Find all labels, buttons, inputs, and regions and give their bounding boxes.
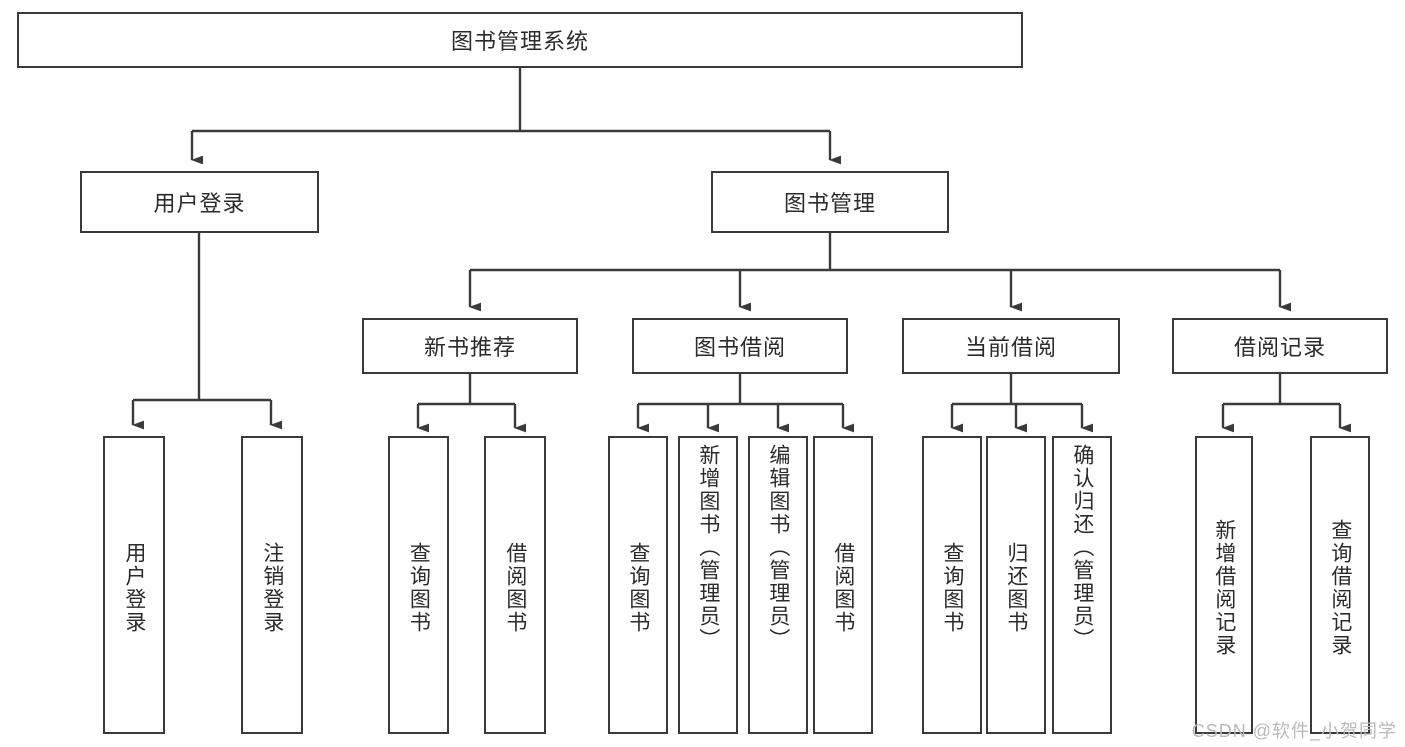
node-current-borrow-label: 当前借阅	[964, 335, 1057, 360]
node-borrow-record-label: 借阅记录	[1233, 335, 1326, 360]
node-root-label: 图书管理系统	[450, 29, 589, 54]
leaf-text-wrap: 新增借阅记录	[1197, 444, 1251, 732]
node-leaf-confirm-return[interactable]: 确认归还（管理员）	[1052, 436, 1112, 734]
node-leaf-query-book-1-label: 查询图书	[407, 542, 431, 634]
node-book-manage[interactable]: 图书管理	[711, 171, 949, 233]
node-root[interactable]: 图书管理系统	[17, 12, 1023, 68]
node-leaf-borrow-book-2[interactable]: 借阅图书	[813, 436, 873, 734]
node-user-login-label: 用户登录	[153, 191, 246, 216]
node-leaf-query-book-1[interactable]: 查询图书	[388, 436, 449, 734]
node-leaf-add-record-label: 新增借阅记录	[1212, 519, 1236, 657]
node-user-login[interactable]: 用户登录	[80, 171, 319, 233]
leaf-text-wrap: 注销登录	[243, 444, 301, 732]
leaf-text-wrap: 借阅图书	[815, 444, 871, 732]
node-borrow-record[interactable]: 借阅记录	[1172, 318, 1388, 374]
leaf-text-wrap: 查询图书	[390, 444, 447, 732]
node-leaf-query-book-3[interactable]: 查询图书	[922, 436, 982, 734]
node-leaf-query-record[interactable]: 查询借阅记录	[1310, 436, 1370, 734]
node-leaf-logout-label: 注销登录	[260, 542, 284, 634]
node-leaf-query-record-label: 查询借阅记录	[1328, 519, 1352, 657]
leaf-text-wrap: 查询借阅记录	[1312, 444, 1368, 732]
node-leaf-return-book-label: 归还图书	[1004, 542, 1028, 634]
node-leaf-user-login[interactable]: 用户登录	[103, 436, 165, 734]
node-leaf-query-book-2[interactable]: 查询图书	[608, 436, 668, 734]
node-leaf-borrow-book-2-label: 借阅图书	[831, 542, 855, 634]
node-leaf-add-record[interactable]: 新增借阅记录	[1195, 436, 1253, 734]
node-new-book-recommend-label: 新书推荐	[423, 335, 516, 360]
node-leaf-logout[interactable]: 注销登录	[241, 436, 303, 734]
node-leaf-user-login-label: 用户登录	[122, 542, 146, 634]
node-leaf-confirm-return-label: 确认归还（管理员）	[1070, 444, 1094, 651]
node-leaf-query-book-3-label: 查询图书	[940, 542, 964, 634]
leaf-text-wrap: 查询图书	[924, 444, 980, 732]
node-leaf-edit-book-label: 编辑图书（管理员）	[766, 444, 790, 651]
node-leaf-borrow-book-1[interactable]: 借阅图书	[484, 436, 546, 734]
node-book-manage-label: 图书管理	[783, 191, 876, 216]
leaf-text-wrap: 用户登录	[105, 444, 163, 732]
node-new-book-recommend[interactable]: 新书推荐	[362, 318, 578, 374]
leaf-text-wrap: 查询图书	[610, 444, 666, 732]
node-leaf-borrow-book-1-label: 借阅图书	[503, 542, 527, 634]
node-leaf-add-book-label: 新增图书（管理员）	[696, 444, 720, 651]
node-leaf-query-book-2-label: 查询图书	[626, 542, 650, 634]
leaf-text-wrap: 归还图书	[988, 444, 1044, 732]
node-current-borrow[interactable]: 当前借阅	[902, 318, 1120, 374]
node-leaf-add-book[interactable]: 新增图书（管理员）	[678, 436, 738, 734]
node-leaf-edit-book[interactable]: 编辑图书（管理员）	[748, 436, 808, 734]
node-book-borrow-label: 图书借阅	[693, 335, 786, 360]
node-book-borrow[interactable]: 图书借阅	[632, 318, 848, 374]
leaf-text-wrap: 借阅图书	[486, 444, 544, 732]
node-leaf-return-book[interactable]: 归还图书	[986, 436, 1046, 734]
